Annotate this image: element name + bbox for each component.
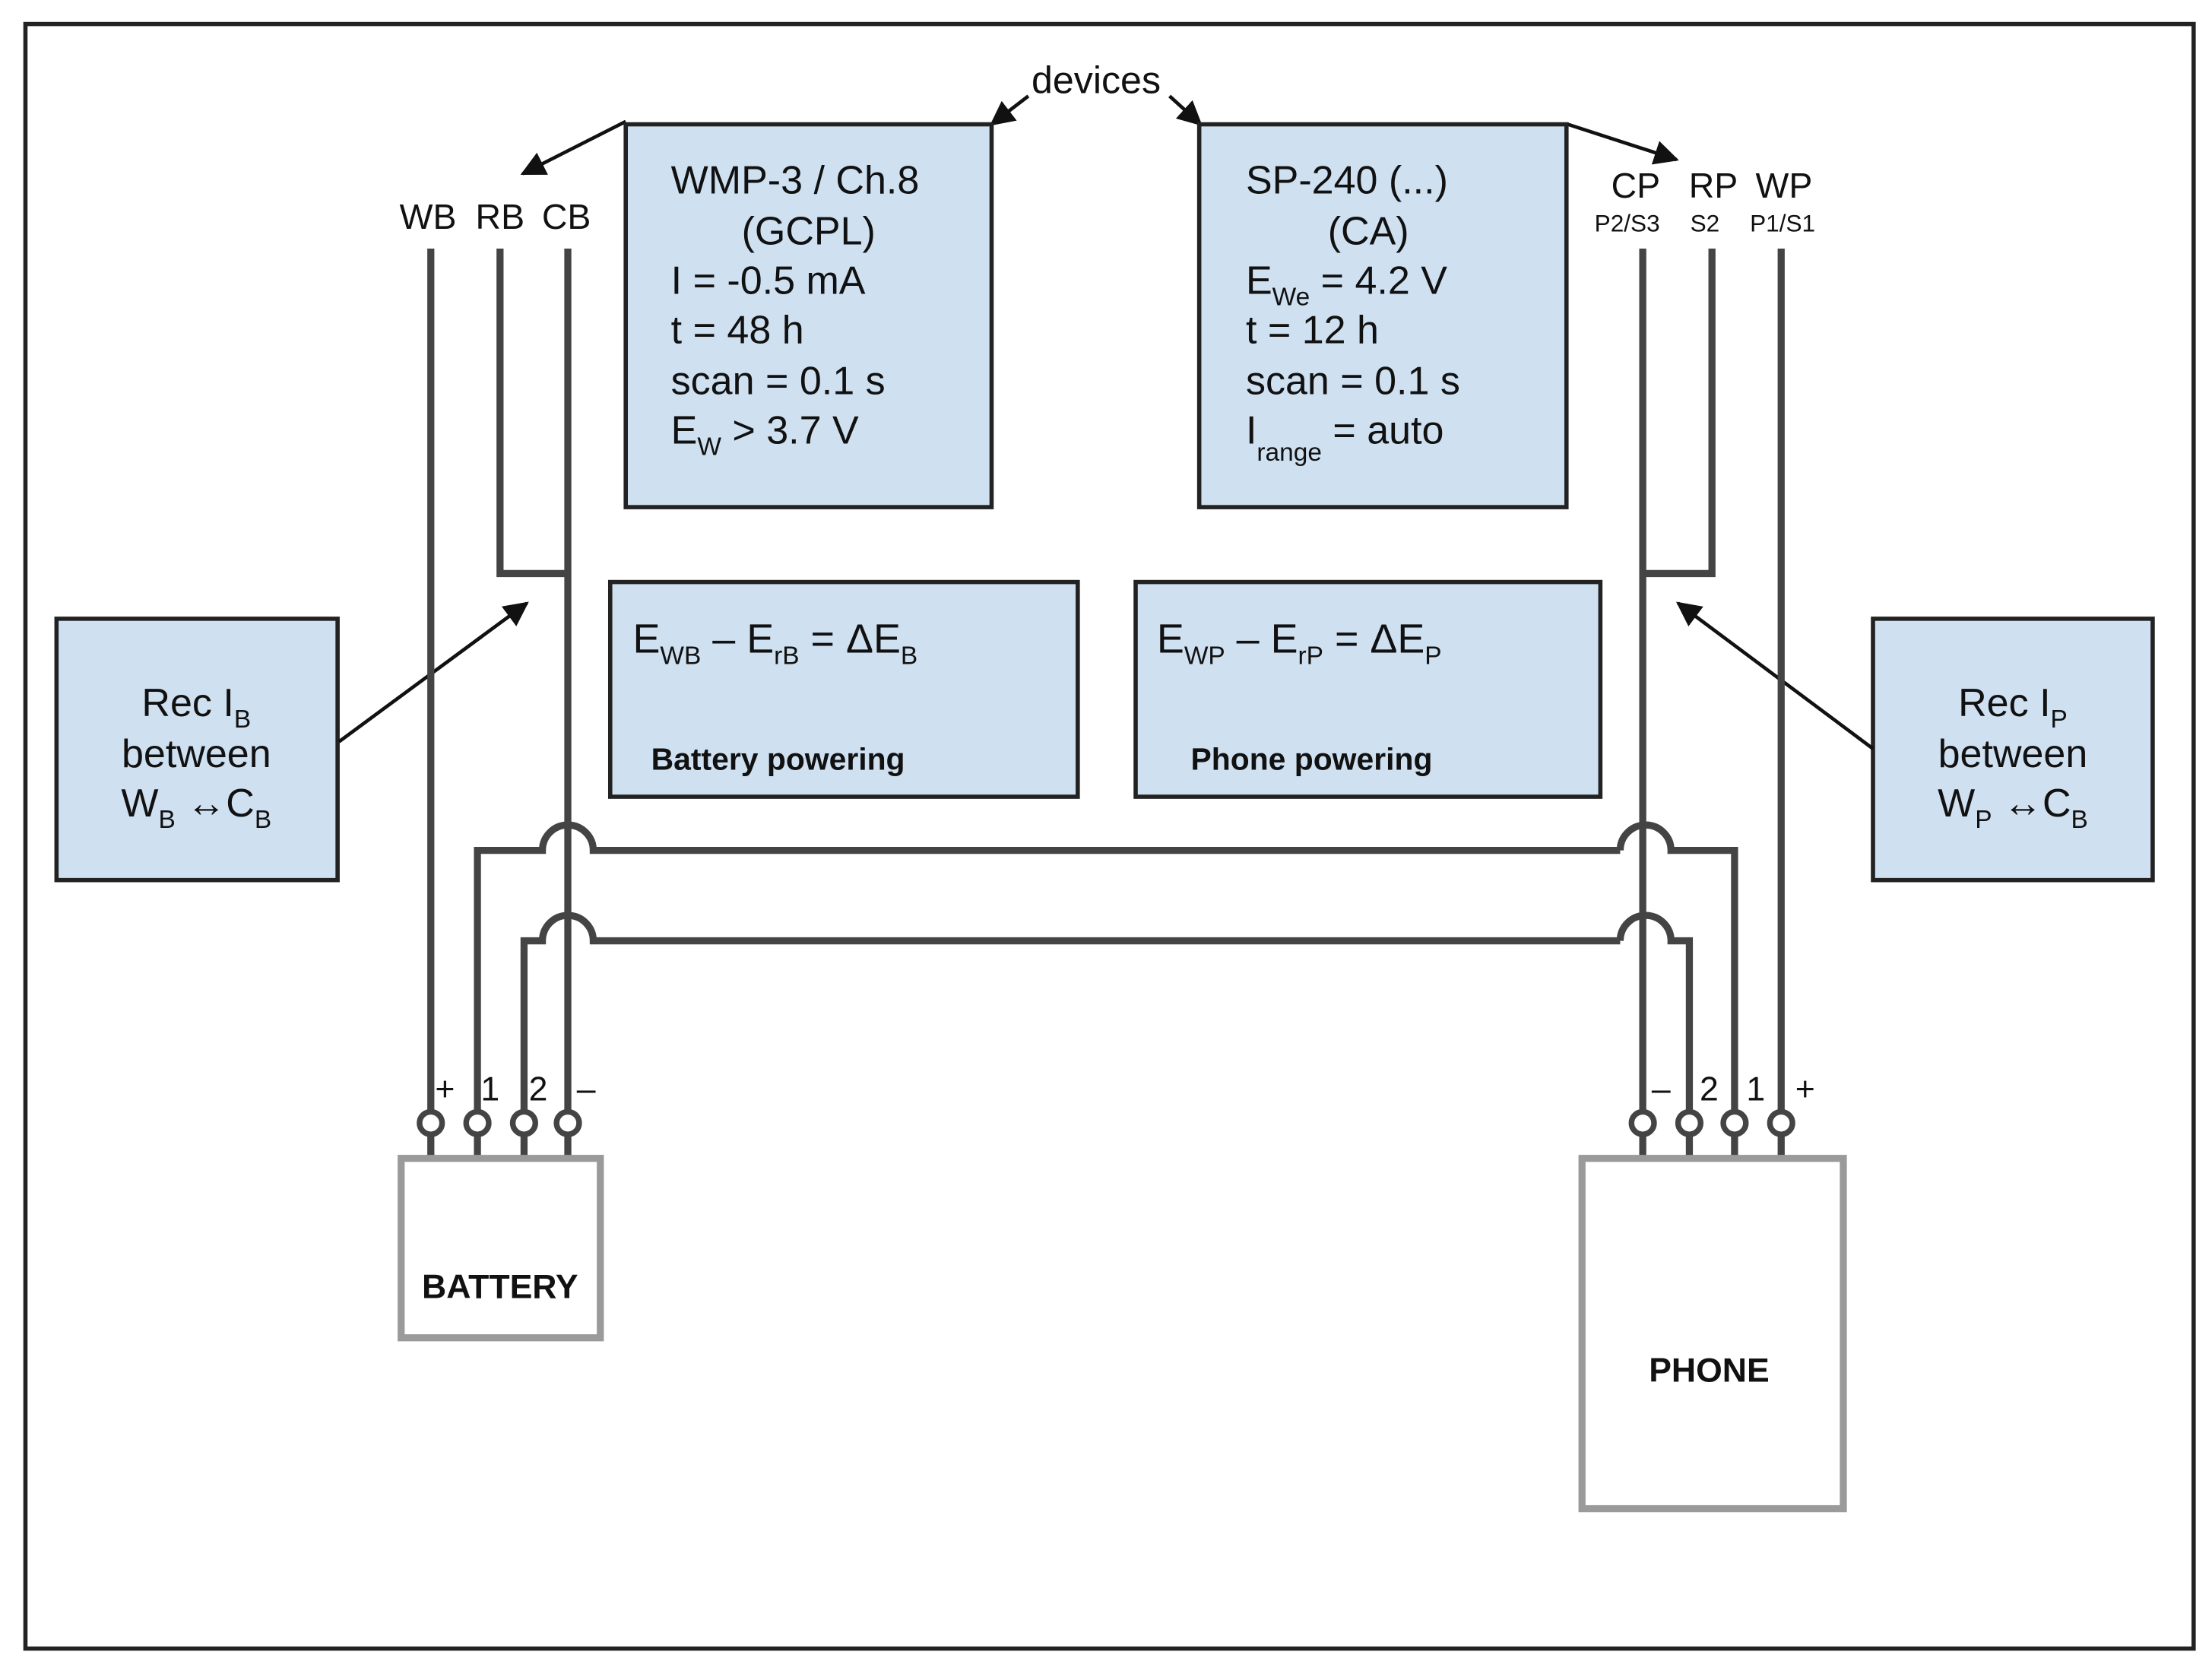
phone-terminal-label: 1 <box>1746 1071 1765 1108</box>
devices-arrow-wmp <box>989 94 1030 126</box>
battery-terminal-label: – <box>577 1071 596 1108</box>
channel-label-wp: P1/S1 <box>1750 210 1815 237</box>
phone-device <box>1578 1155 1847 1513</box>
phone-terminal-node <box>1767 1108 1795 1137</box>
phone-terminal-node <box>1628 1108 1657 1137</box>
wmp-current: I = -0.5 mA <box>671 259 866 303</box>
rec-battery-line2: between <box>122 732 271 776</box>
phone-terminal-label: – <box>1652 1071 1671 1108</box>
phone-side-wires <box>1616 249 1785 1201</box>
wmp-title: WMP-3 / Ch.8 <box>671 159 920 203</box>
rec-battery-current-box: Rec IB between WB ↔CB <box>54 617 340 883</box>
battery-terminal-label: 2 <box>529 1071 548 1108</box>
rec-battery-line1: Rec IB <box>141 681 251 734</box>
lead-label-cb: CB <box>542 197 591 236</box>
battery-equation: EWB – ErB = ΔEB <box>632 617 917 671</box>
battery-terminal-node <box>417 1108 445 1137</box>
phone-terminal-node <box>1675 1108 1704 1137</box>
phone-terminal-label: 2 <box>1700 1071 1719 1108</box>
arrow-to-phone-leads <box>1567 122 1679 165</box>
phone-equation-box: EWP – ErP = ΔEP Phone powering <box>1133 579 1603 799</box>
wmp-time: t = 48 h <box>671 309 804 353</box>
lead-label-wp: WP <box>1756 166 1813 205</box>
wmp-parameter-box: WMP-3 / Ch.8 (GCPL) I = -0.5 mA t = 48 h… <box>623 122 994 509</box>
lead-label-cp: CP <box>1611 166 1661 205</box>
rec-battery-line3: WB ↔CB <box>121 782 271 834</box>
battery-terminal-node <box>463 1108 492 1137</box>
lead-label-wb: WB <box>400 197 457 236</box>
sp-title: SP-240 (...) <box>1246 159 1448 203</box>
phone-equation: EWP – ErP = ΔEP <box>1157 617 1442 671</box>
battery-label: BATTERY <box>422 1269 578 1306</box>
sp-potential: EWe = 4.2 V <box>1246 259 1447 312</box>
battery-side-wires <box>427 249 1621 1201</box>
phone-terminal-label: + <box>1795 1071 1815 1108</box>
lead-label-rp: RP <box>1689 166 1738 205</box>
sp-current-range: Irange = auto <box>1246 408 1444 466</box>
devices-arrow-sp <box>1168 94 1203 126</box>
rec-phone-current-box: Rec IP between WP ↔CB <box>1871 617 2155 883</box>
phone-label: PHONE <box>1649 1352 1770 1389</box>
lead-label-rb: RB <box>476 197 525 236</box>
sp-parameter-box: SP-240 (...) (CA) EWe = 4.2 V t = 12 h s… <box>1196 122 1569 509</box>
arrow-to-battery-leads <box>520 119 627 176</box>
wmp-limit: EW > 3.7 V <box>671 408 859 461</box>
wmp-scan: scan = 0.1 s <box>671 359 886 403</box>
rec-phone-line3: WP ↔CB <box>1938 782 2088 834</box>
rec-phone-line1: Rec IP <box>1958 681 2068 734</box>
sp-time: t = 12 h <box>1246 309 1379 353</box>
diagram-frame <box>23 21 2196 1651</box>
battery-powering-caption: Battery powering <box>651 742 905 777</box>
battery-terminal-label: 1 <box>480 1071 499 1108</box>
channel-label-cp: P2/S3 <box>1595 210 1660 237</box>
phone-powering-caption: Phone powering <box>1190 742 1432 777</box>
battery-terminal-node <box>509 1108 538 1137</box>
battery-terminal-node <box>553 1108 582 1137</box>
sp-mode: (CA) <box>1328 209 1409 253</box>
devices-label: devices <box>1032 59 1161 102</box>
rec-phone-line2: between <box>1938 732 2088 776</box>
phone-terminal-node <box>1720 1108 1749 1137</box>
rec-phone-arrow <box>1675 601 1874 750</box>
sp-scan: scan = 0.1 s <box>1246 359 1460 403</box>
wmp-mode: (GCPL) <box>742 209 876 253</box>
channel-label-rp: S2 <box>1691 210 1720 237</box>
battery-device <box>398 1155 604 1342</box>
battery-terminal-label: + <box>435 1071 455 1108</box>
battery-equation-box: EWB – ErB = ΔEB Battery powering <box>607 579 1080 799</box>
